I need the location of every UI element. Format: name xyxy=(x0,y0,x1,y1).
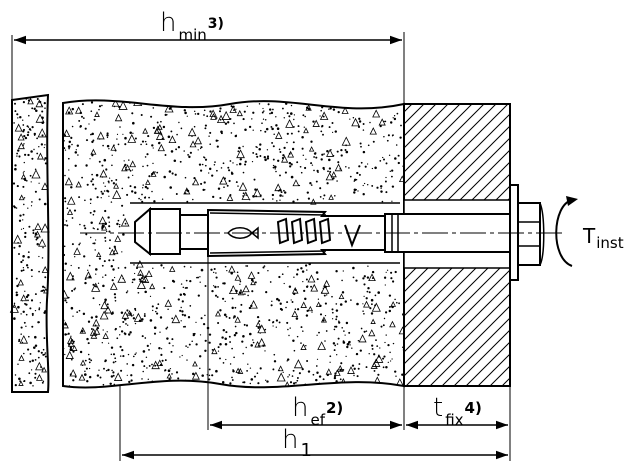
sleeve-marking xyxy=(344,224,361,248)
label-t-inst-sub: inst xyxy=(596,234,624,252)
sleeve-slot xyxy=(304,217,318,245)
torque-arrow-icon xyxy=(555,196,578,267)
sleeve-slot xyxy=(290,217,304,245)
label-t-inst: Tinst xyxy=(583,224,624,251)
wall-strip-texture xyxy=(9,97,50,387)
label-h-1-main: h xyxy=(282,425,299,455)
label-t-fix-sup: 4) xyxy=(464,399,482,417)
label-h-1-sub: 1 xyxy=(300,440,312,461)
label-h-ef-sup: 2) xyxy=(326,399,344,417)
label-h-min-sup: 3) xyxy=(207,16,224,32)
label-h-ef-main: h xyxy=(292,393,309,423)
anchor-cone xyxy=(149,208,181,255)
wall-strip-outline xyxy=(11,93,50,393)
label-t-inst-main: T xyxy=(583,224,596,248)
label-h-min-sub: min xyxy=(178,26,207,44)
label-t-fix-sub: fix xyxy=(445,411,464,429)
anchor-cone-neck xyxy=(179,214,209,250)
sleeve-slot xyxy=(276,217,290,245)
label-h-min-main: h xyxy=(160,8,177,38)
label-t-fix-main: t xyxy=(433,393,443,423)
dimension-lines xyxy=(13,35,508,460)
extension-lines xyxy=(11,32,511,461)
wall-strip-left xyxy=(9,93,50,393)
sleeve-slot xyxy=(318,217,332,245)
concrete-texture xyxy=(63,100,404,388)
hex-nut xyxy=(517,202,541,266)
drill-hole-edges xyxy=(130,202,400,264)
label-h-ef-sub: ef xyxy=(310,411,325,429)
